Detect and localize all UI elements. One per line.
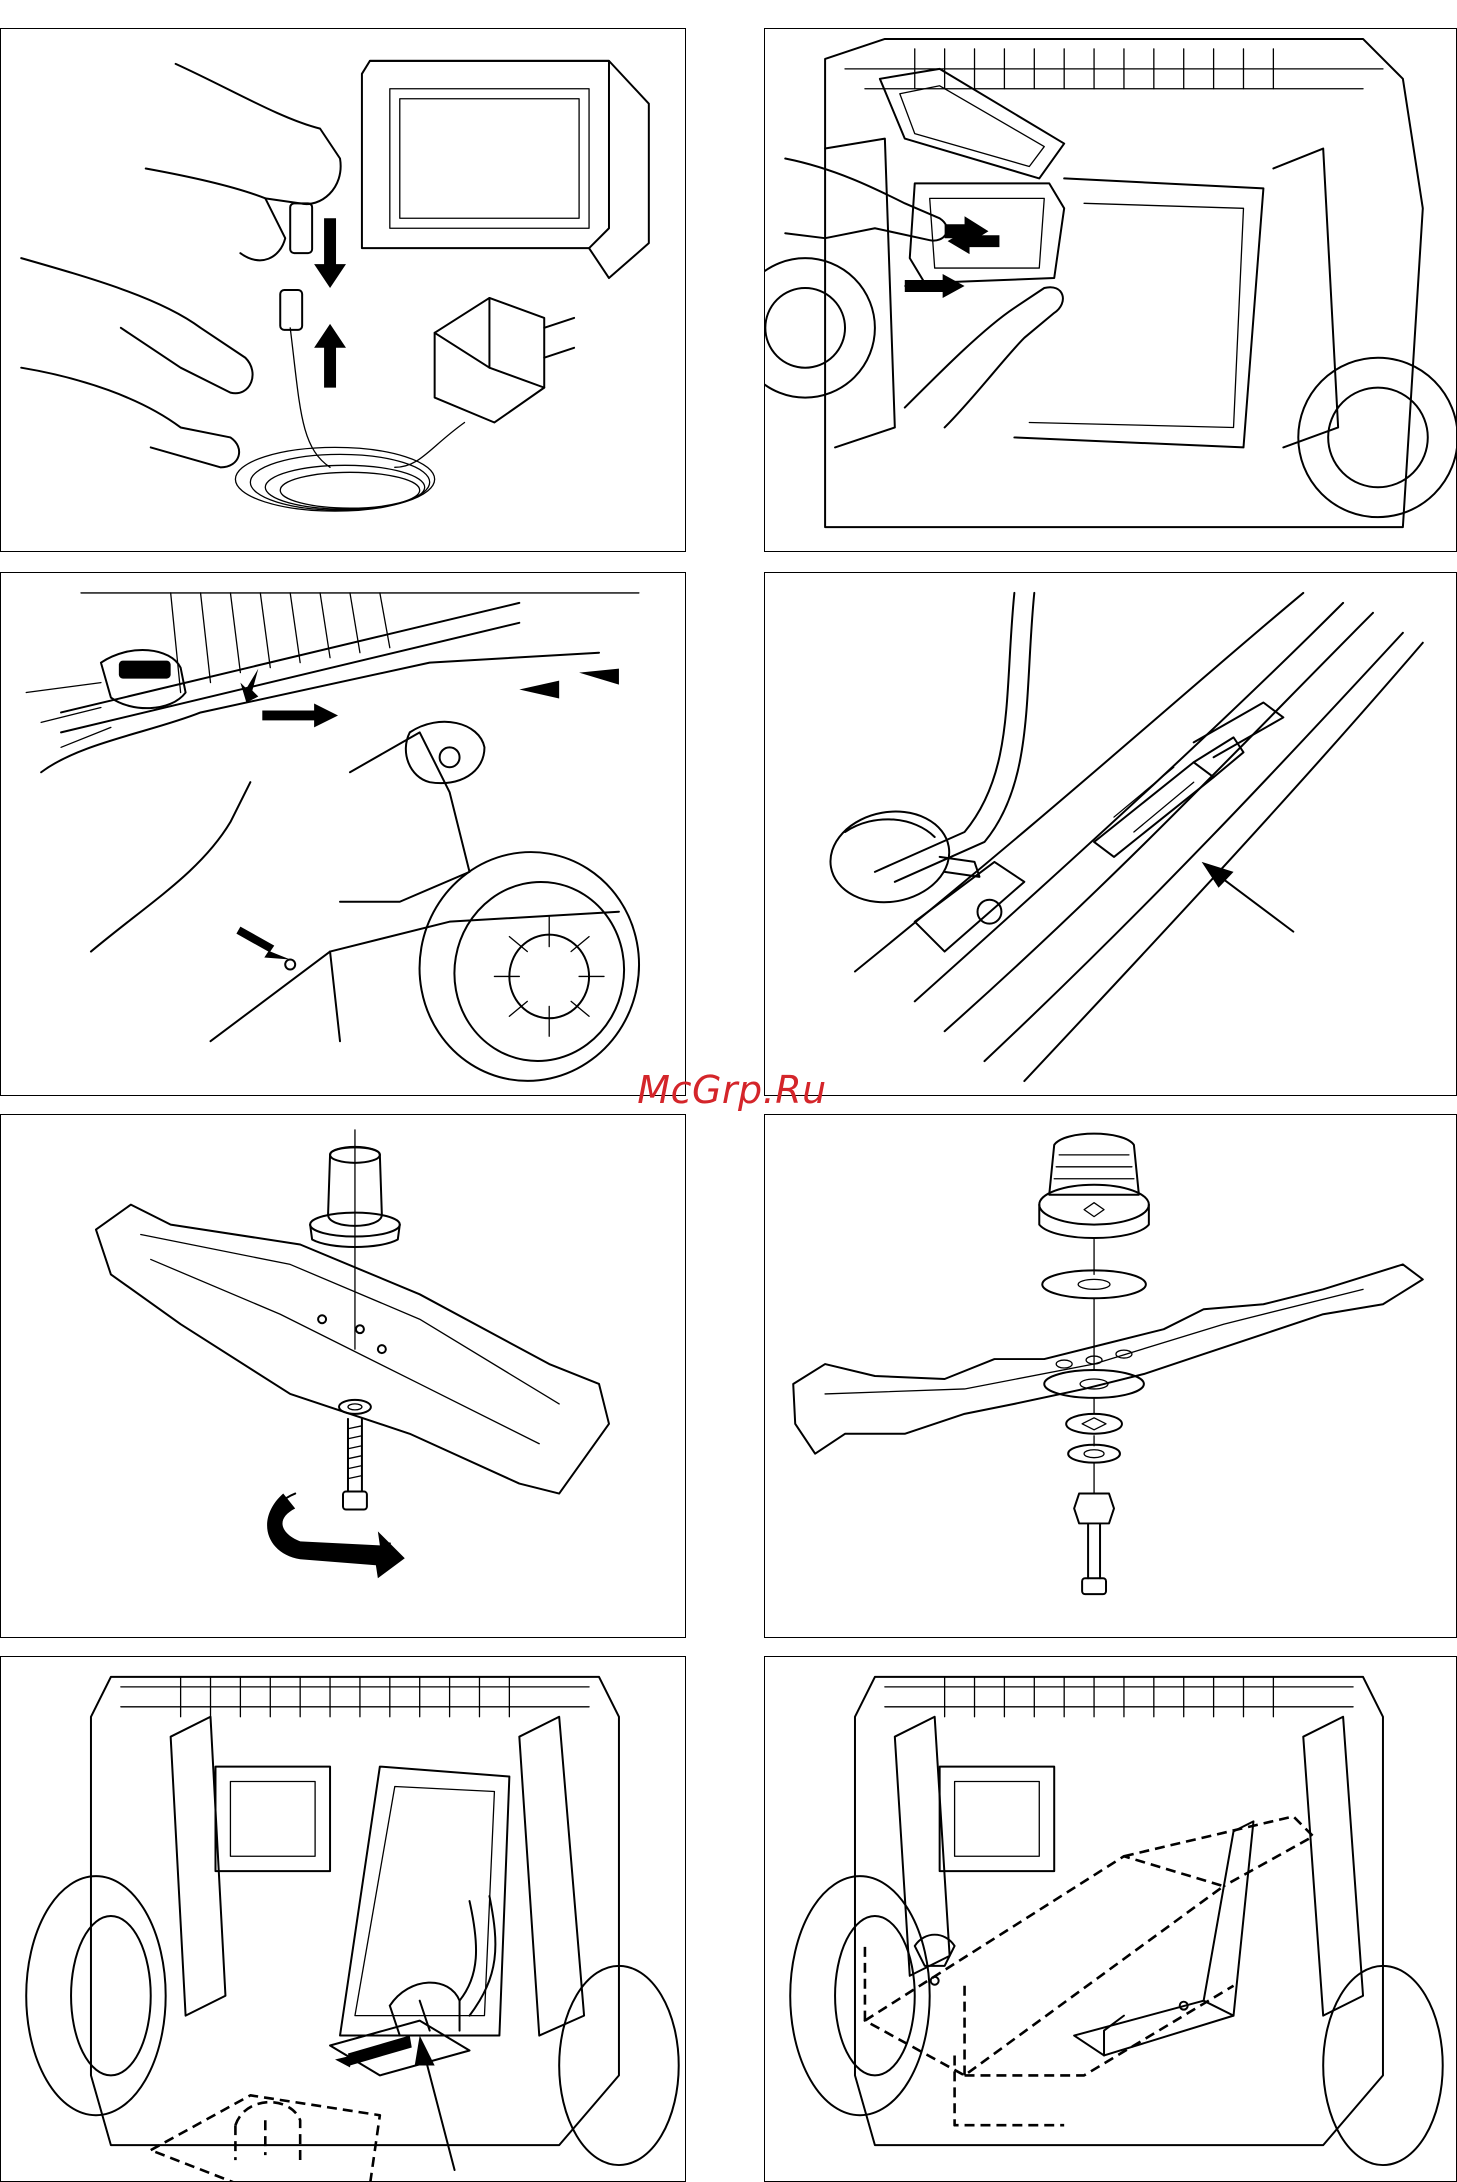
- handle-knob-illustration: [765, 573, 1456, 1095]
- charger-connect-illustration: [1, 29, 685, 551]
- panel-handle-mount: [0, 572, 686, 1096]
- grass-box-insert-illustration: [765, 1657, 1456, 2181]
- handle-mount-illustration: [1, 573, 685, 1095]
- panel-deflector-removal: [0, 1656, 686, 2182]
- panel-grass-box-insert: [764, 1656, 1457, 2182]
- panel-blade-assembly: [764, 1114, 1457, 1638]
- blade-assembly-illustration: [765, 1115, 1456, 1637]
- panel-battery-compartment: [764, 28, 1457, 552]
- deflector-removal-illustration: [1, 1657, 685, 2181]
- blade-removal-illustration: [1, 1115, 685, 1637]
- panel-handle-knob: [764, 572, 1457, 1096]
- battery-compartment-illustration: [765, 29, 1456, 551]
- watermark-text: McGrp.Ru: [632, 1068, 832, 1112]
- panel-blade-removal: [0, 1114, 686, 1638]
- panel-charger-connect: [0, 28, 686, 552]
